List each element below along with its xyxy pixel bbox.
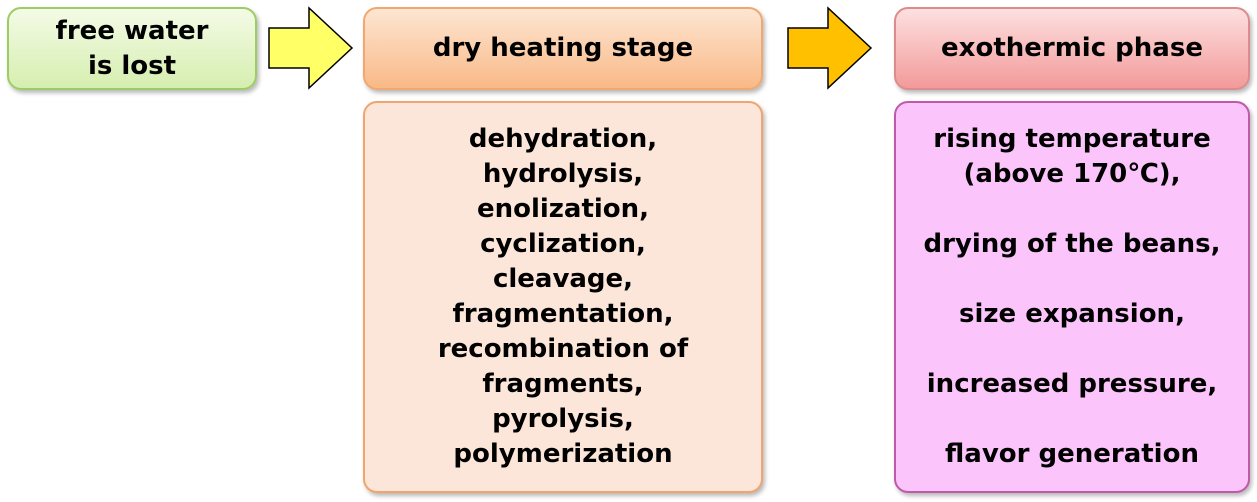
exo-detail-item: flavor generation (945, 439, 1199, 469)
exothermic-phase-title: exothermic phase (941, 33, 1203, 63)
arrow-1-shape (268, 6, 354, 90)
exo-detail-item: size expansion, (959, 299, 1185, 329)
dry-detail-item: cyclization, (480, 229, 646, 259)
exo-detail-item: rising temperature (933, 124, 1211, 154)
dry-detail-item: recombination of (437, 334, 689, 364)
dry-heating-details-box: dehydration, hydrolysis, enolization, cy… (363, 101, 763, 493)
dry-heating-details-list: dehydration, hydrolysis, enolization, cy… (438, 122, 688, 472)
arrow-right-icon (787, 6, 873, 90)
dry-detail-item: dehydration, (468, 124, 658, 154)
dry-detail-item: fragmentation, (452, 299, 674, 329)
dry-detail-item: pyrolysis, (492, 404, 634, 434)
free-water-line-2: is lost (87, 50, 177, 81)
exo-detail-item: (above 170℃), (963, 159, 1181, 189)
exothermic-phase-box: exothermic phase (894, 7, 1250, 90)
free-water-line-1: free water (55, 15, 209, 46)
exo-detail-item: drying of the beans, (923, 229, 1221, 259)
dry-detail-item: hydrolysis, (482, 159, 644, 189)
dry-heating-stage-box: dry heating stage (363, 7, 763, 90)
arrow-right-icon (268, 6, 354, 90)
arrow-2-shape (787, 6, 873, 90)
exo-detail-item: increased pressure, (926, 369, 1218, 399)
dry-detail-item: fragments, (482, 369, 644, 399)
free-water-box: free water is lost (7, 7, 257, 90)
dry-heating-stage-title: dry heating stage (432, 33, 694, 63)
dry-detail-item: cleavage, (492, 264, 634, 294)
dry-detail-item: enolization, (476, 194, 650, 224)
exothermic-details-list: rising temperature (above 170℃), drying … (924, 122, 1221, 472)
free-water-text: free water is lost (56, 14, 209, 84)
exothermic-details-box: rising temperature (above 170℃), drying … (894, 101, 1250, 493)
dry-detail-item: polymerization (453, 439, 673, 469)
